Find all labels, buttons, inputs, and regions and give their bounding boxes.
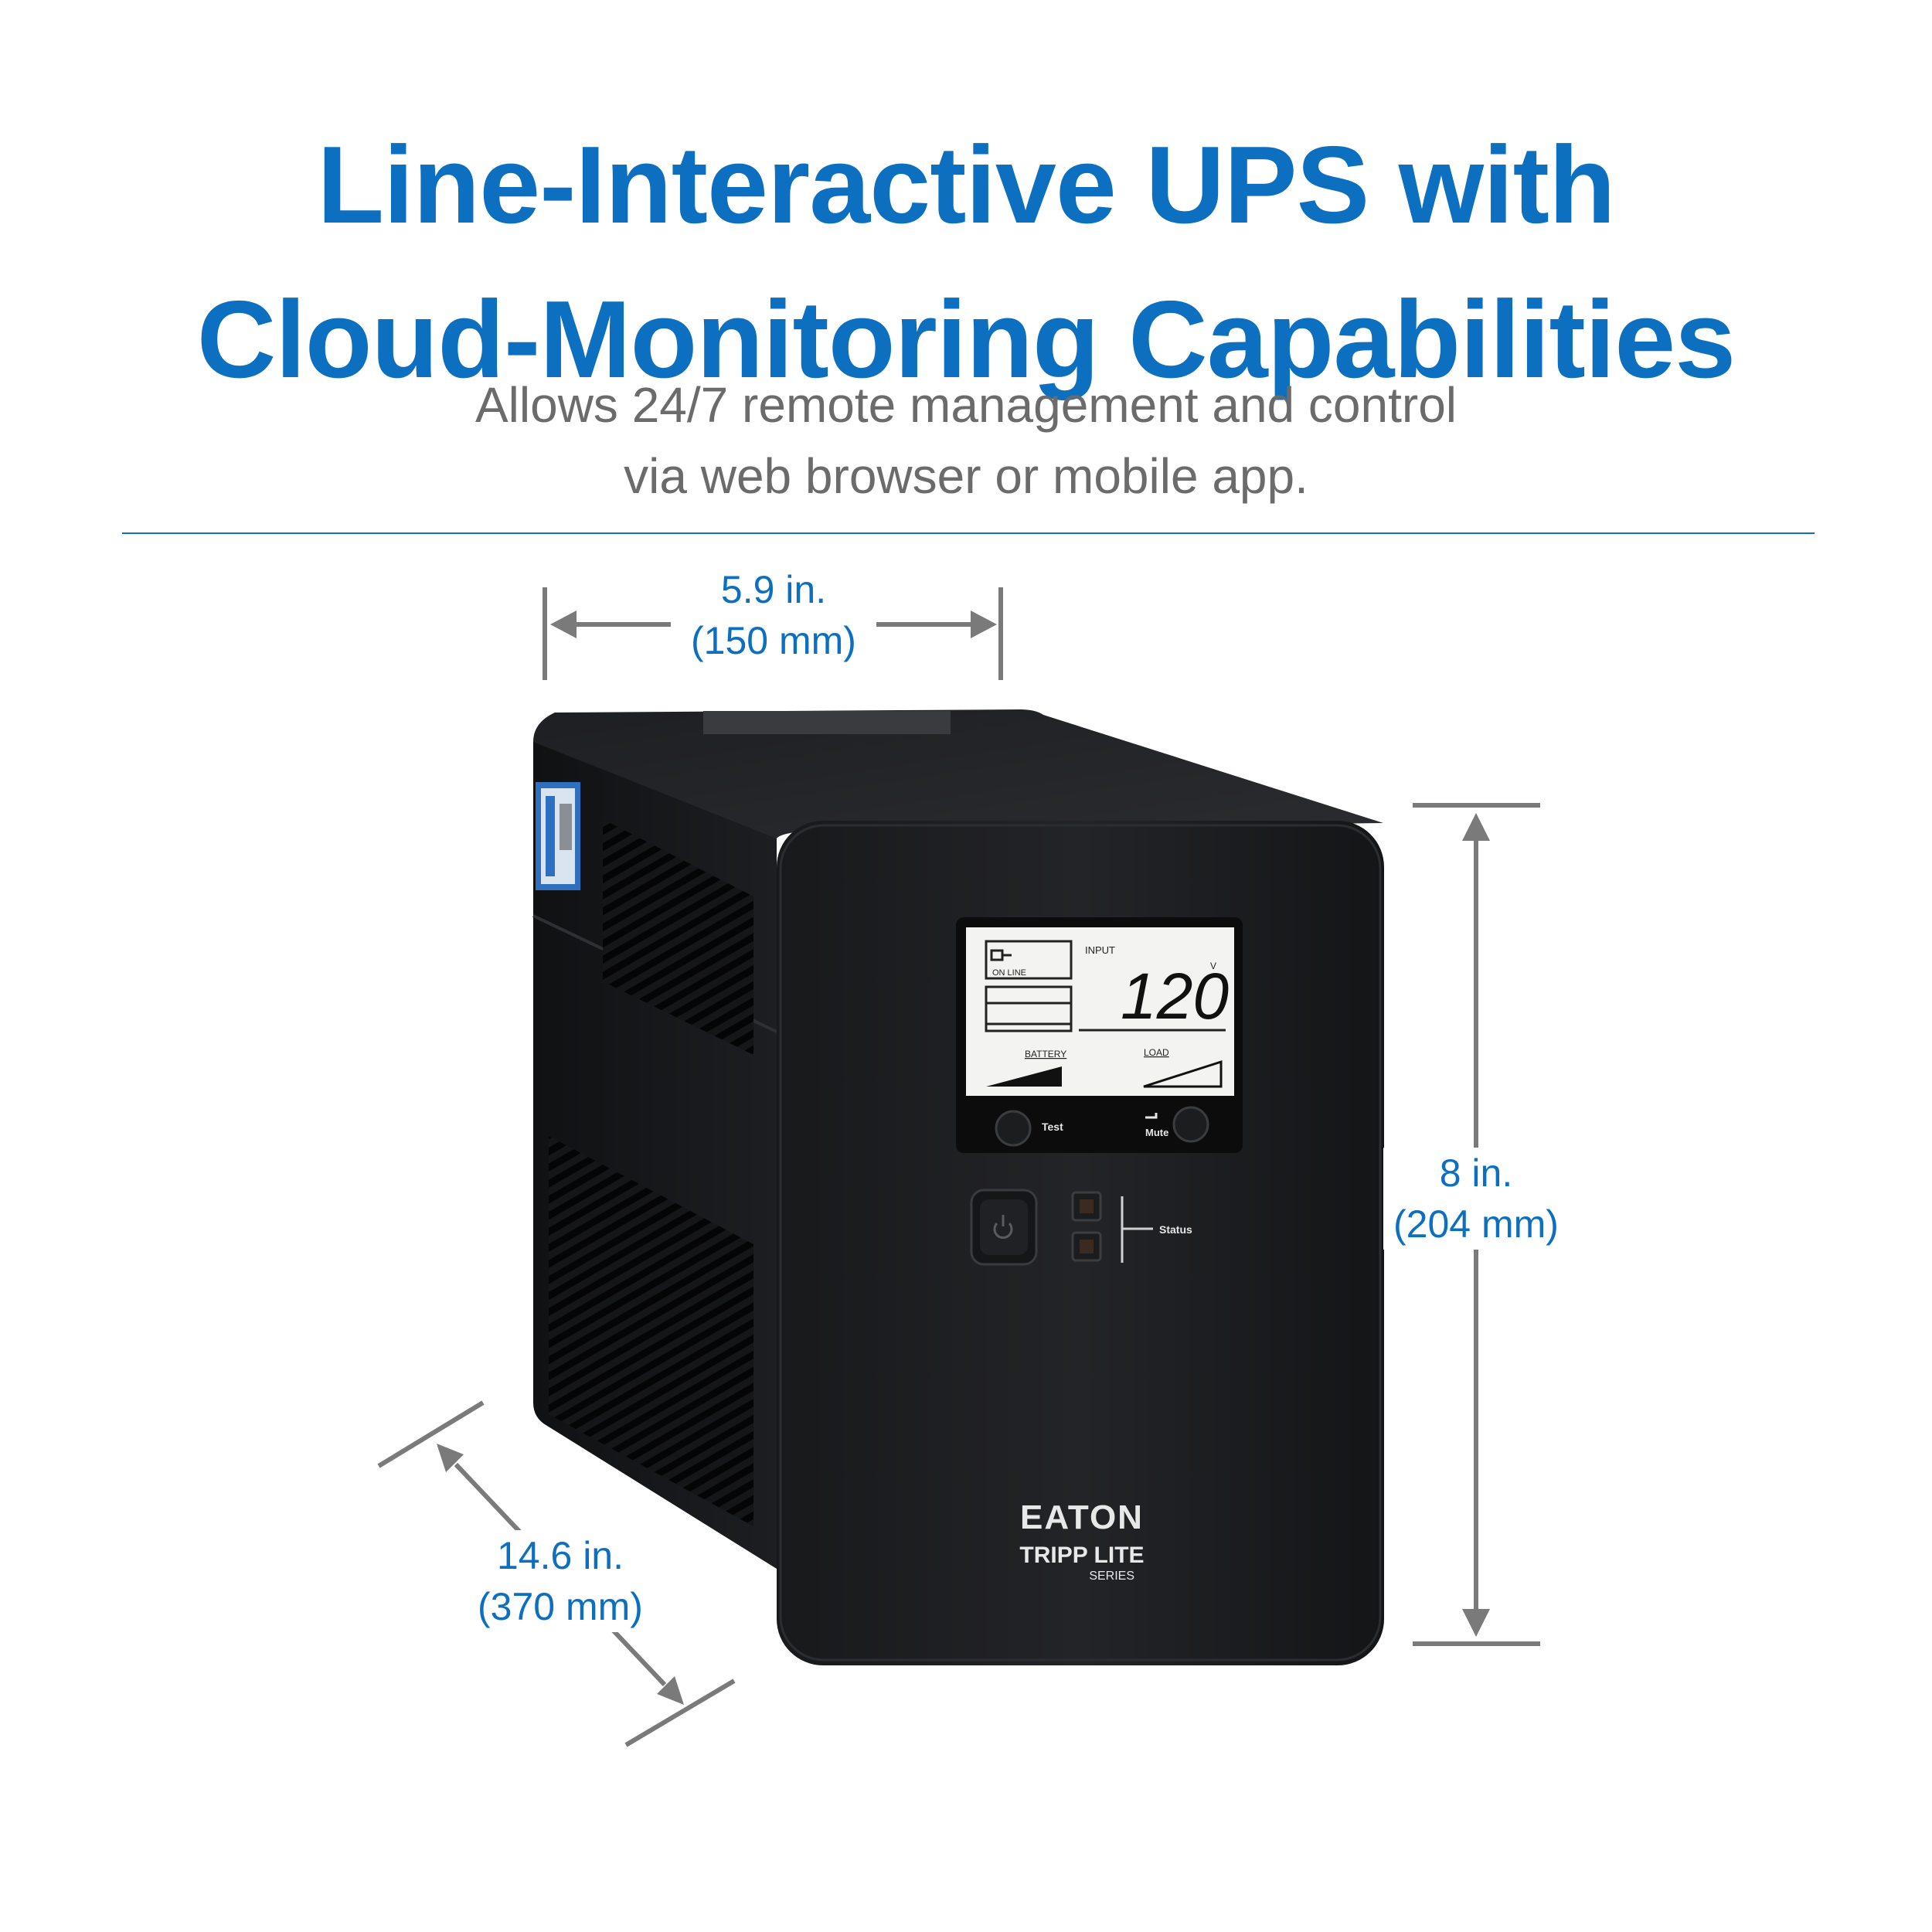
lcd-input-unit: V [1210,961,1216,971]
height-metric: (204 mm) [1393,1202,1559,1246]
ups-top-panel [533,709,1383,838]
subheadline-line-2: via web browser or mobile app. [624,448,1308,504]
height-dimension-label: 8 in. (204 mm) [1383,1148,1569,1250]
headline-line-1: Line-Interactive UPS with [317,124,1615,247]
lcd-battery-label: BATTERY [1025,1049,1066,1060]
subheadline: Allows 24/7 remote management and contro… [0,369,1932,512]
status-label: Status [1159,1223,1192,1236]
eaton-logo: EATON [1020,1498,1144,1536]
depth-dimension-label: 14.6 in. (370 mm) [456,1530,665,1632]
divider-rule [122,532,1815,534]
enter-icon [1145,1113,1158,1119]
lower-vent-grille [549,1136,753,1526]
width-metric: (150 mm) [691,619,856,662]
headline: Line-Interactive UPS with Cloud-Monitori… [0,108,1932,417]
subheadline-line-1: Allows 24/7 remote management and contro… [474,377,1458,433]
plug-icon [990,949,1012,961]
upper-vent-grille [603,819,753,1055]
lcd-load-label: LOAD [1144,1047,1169,1058]
test-button[interactable] [995,1110,1032,1147]
power-icon [993,1215,1013,1239]
load-level-gauge [1143,1060,1223,1088]
series-suffix: SERIES [1089,1570,1134,1583]
tripp-lite-series-name: TRIPP LITE [1019,1543,1144,1568]
height-imperial: 8 in. [1439,1151,1513,1195]
depth-metric: (370 mm) [478,1585,643,1628]
headline-line-2: Cloud-Monitoring Capabilities [196,278,1736,401]
test-button-label: Test [1042,1121,1063,1133]
mute-button[interactable] [1172,1106,1209,1143]
top-label [703,711,951,734]
mute-button-label: Mute [1145,1127,1168,1138]
lcd-status-text: ON LINE [992,968,1026,978]
width-imperial: 5.9 in. [720,568,827,611]
width-dimension-label: 5.9 in. (150 mm) [671,564,876,666]
lcd-input-label: INPUT [1085,944,1115,956]
lcd-input-value: 120 [1121,960,1229,1032]
depth-imperial: 14.6 in. [496,1534,624,1577]
battery-level-gauge [986,1066,1062,1087]
